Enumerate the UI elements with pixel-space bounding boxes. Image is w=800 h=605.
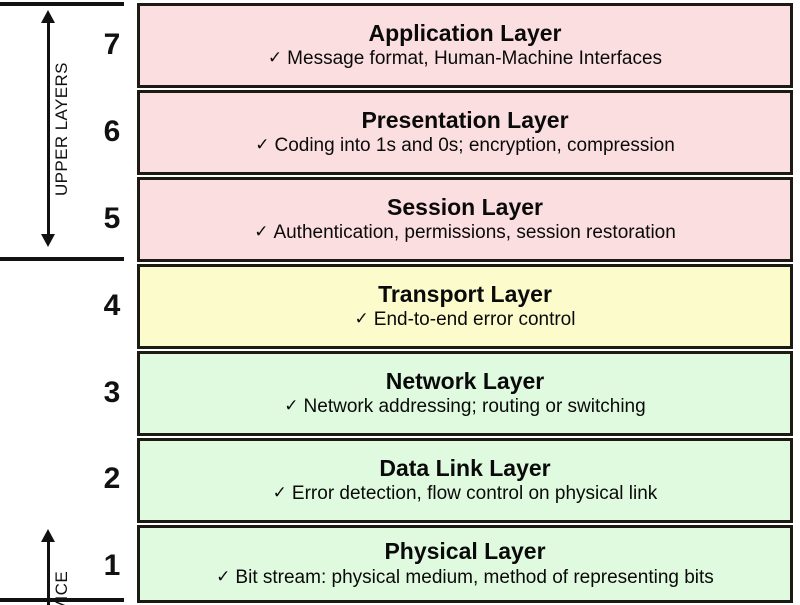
layer-box-session[interactable]: Session Layer ✓Authentication, permissio… [137, 177, 793, 262]
group-divider-middle [0, 257, 124, 261]
layer-description-network: ✓Network addressing; routing or switchin… [284, 396, 645, 418]
layer-number-4: 4 [103, 289, 121, 322]
layer-title-physical: Physical Layer [384, 538, 546, 565]
check-icon: ✓ [354, 309, 369, 329]
layer-title-application: Application Layer [368, 19, 562, 46]
arrow-down-icon [41, 234, 55, 247]
layer-box-transport[interactable]: Transport Layer ✓End-to-end error contro… [137, 264, 793, 349]
layer-description-text: Message format, Human-Machine Interfaces [287, 48, 663, 70]
layer-title-transport: Transport Layer [378, 280, 552, 307]
arrow-shaft-upper [47, 22, 50, 237]
layer-title-data-link: Data Link Layer [379, 454, 551, 481]
layer-description-text: End-to-end error control [373, 309, 576, 331]
arrow-up-icon [41, 10, 55, 23]
group-divider-top [0, 2, 124, 6]
check-icon: ✓ [284, 396, 299, 416]
layer-box-network[interactable]: Network Layer ✓Network addressing; routi… [137, 351, 793, 436]
layer-number-3: 3 [103, 376, 121, 409]
layer-description-data-link: ✓Error detection, flow control on physic… [273, 483, 658, 505]
layer-number-1: 1 [103, 549, 121, 582]
layer-box-application[interactable]: Application Layer ✓Message format, Human… [137, 3, 793, 88]
layer-title-presentation: Presentation Layer [361, 106, 569, 133]
check-icon: ✓ [254, 222, 269, 242]
layer-number-6: 6 [103, 115, 121, 148]
group-label-upper-layers: UPPER LAYERS [52, 62, 71, 196]
group-divider-bottom [0, 598, 124, 602]
layer-description-text: Network addressing; routing or switching [303, 396, 646, 418]
layer-number-5: 5 [103, 202, 121, 235]
layer-description-session: ✓Authentication, permissions, session re… [254, 222, 676, 244]
layer-number-2: 2 [103, 462, 121, 495]
group-upper-layers: UPPER LAYERS [0, 0, 124, 259]
layer-number-column: 7 6 5 4 3 2 1 [104, 0, 137, 605]
layer-description-application: ✓Message format, Human-Machine Interface… [268, 48, 662, 70]
arrow-shaft-lower [47, 541, 50, 605]
layer-box-data-link[interactable]: Data Link Layer ✓Error detection, flow c… [137, 438, 793, 523]
check-icon: ✓ [267, 48, 283, 68]
check-icon: ✓ [255, 135, 270, 155]
layer-description-text: Bit stream: physical medium, method of r… [235, 566, 714, 588]
layer-description-text: Coding into 1s and 0s; encryption, compr… [274, 135, 675, 157]
layer-box-presentation[interactable]: Presentation Layer ✓Coding into 1s and 0… [137, 90, 793, 175]
layer-number-7: 7 [103, 28, 121, 61]
layer-description-presentation: ✓Coding into 1s and 0s; encryption, comp… [255, 135, 675, 157]
layer-box-physical[interactable]: Physical Layer ✓Bit stream: physical med… [137, 525, 793, 603]
layer-title-network: Network Layer [385, 367, 545, 394]
check-icon: ✓ [272, 483, 287, 503]
layer-title-session: Session Layer [387, 193, 543, 220]
layer-description-text: Error detection, flow control on physica… [291, 483, 658, 505]
arrow-up-icon [41, 529, 55, 542]
layer-description-transport: ✓End-to-end error control [355, 309, 576, 331]
group-transport-service: TRANSPORT SERVICE [0, 259, 124, 605]
layer-description-text: Authentication, permissions, session res… [273, 222, 676, 244]
layer-description-physical: ✓Bit stream: physical medium, method of … [216, 567, 714, 589]
check-icon: ✓ [216, 566, 231, 586]
